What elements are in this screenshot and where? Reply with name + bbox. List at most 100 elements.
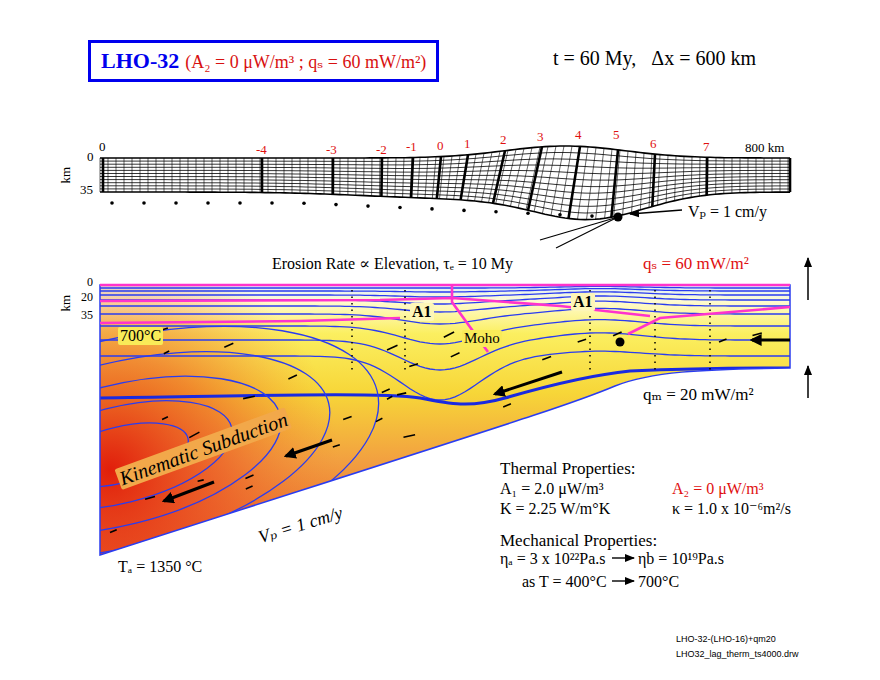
flow-vector — [631, 494, 641, 498]
slab-dot — [110, 201, 114, 205]
flow-vector — [246, 475, 254, 479]
property-value: A₁ = 2.0 μW/m³ — [500, 480, 604, 498]
grid-column-line — [510, 149, 524, 207]
grid-column-line — [683, 156, 684, 199]
grid-column-line — [148, 158, 149, 192]
heat-flow-arrow — [807, 258, 809, 300]
flow-vector — [598, 522, 610, 525]
grid-column-line — [316, 158, 317, 194]
title-box: LHO-32(A₂ = 0 μW/m³ ; qₛ = 60 mW/m²) — [88, 40, 439, 82]
flow-vector — [623, 418, 632, 422]
flow-vector — [620, 387, 627, 391]
flow-vector — [776, 420, 786, 423]
axis-tick: 0 — [87, 150, 94, 164]
slab-dot — [526, 212, 530, 216]
flow-vector — [382, 389, 390, 392]
grid-column-line — [542, 146, 556, 214]
axis-tick: 35 — [80, 183, 93, 197]
grid-column-line — [156, 158, 157, 192]
flow-vector — [333, 445, 340, 447]
grid-column-line — [447, 156, 452, 199]
grid-column-line — [747, 158, 748, 193]
velocity-label: Vₚ = 1 cm/y — [256, 503, 345, 547]
grid-layer-line — [100, 177, 790, 187]
transition-arrow — [612, 557, 634, 558]
grid-column-line — [605, 149, 612, 218]
model-name: LHO-32 — [101, 48, 179, 73]
slab-dot — [238, 201, 242, 205]
grid-column-line — [300, 158, 301, 193]
section-heading: Mechanical Properties: — [500, 532, 657, 551]
isotherm-loop — [0, 347, 297, 563]
tick-number: -2 — [376, 143, 387, 157]
flow-vector — [595, 524, 601, 527]
flow-vector — [387, 396, 392, 399]
flow-vector — [753, 333, 762, 336]
moho-label: Moho — [462, 330, 502, 347]
distance-label: 800 km — [745, 141, 784, 155]
flow-vector — [444, 332, 454, 337]
grid-column-line — [276, 158, 277, 193]
grid-column-line — [260, 158, 261, 193]
tick-number: 1 — [464, 137, 471, 151]
grid-column-line — [461, 155, 468, 200]
property-value: K = 2.25 W/m°K — [500, 500, 610, 518]
isotherm-label: 700°C — [118, 327, 163, 345]
dotted-column — [709, 290, 711, 370]
flow-vector — [599, 520, 606, 524]
grid-column-line — [425, 157, 428, 198]
grid-column-line — [756, 158, 757, 193]
grid-column-line — [363, 158, 364, 196]
tick-number: 2 — [500, 133, 507, 147]
flow-vector — [189, 432, 199, 438]
tick-number: 4 — [575, 128, 582, 142]
marker-column — [652, 154, 655, 206]
grid-column-line — [788, 158, 789, 192]
grid-column-line — [371, 158, 372, 196]
grid-column-line — [180, 158, 181, 192]
grid-column-line — [691, 157, 693, 198]
mantle-heat-flow: qₘ = 20 mW/m² — [643, 386, 754, 405]
flow-vector — [490, 486, 499, 489]
grid-column-line — [252, 158, 253, 192]
grid-column-line — [739, 158, 740, 193]
flow-vector — [602, 401, 610, 403]
flow-vector — [578, 339, 586, 342]
marker-column — [493, 151, 505, 204]
slab-dot — [334, 203, 338, 207]
grid-column-line — [212, 158, 213, 192]
isotherm-thick — [100, 368, 790, 404]
grid-layer-line — [100, 159, 790, 165]
material-boundary — [100, 284, 790, 287]
flow-vector — [702, 517, 714, 519]
flow-vector — [409, 364, 418, 367]
heat-flow-arrow — [807, 366, 809, 398]
slab-dot — [366, 204, 370, 208]
flow-vector — [198, 480, 204, 481]
marker-column — [380, 158, 383, 197]
flow-vector — [404, 435, 416, 438]
grid-column-line — [707, 157, 708, 195]
slab-dot — [174, 201, 178, 205]
flow-vector — [397, 393, 406, 395]
flow-vector — [704, 449, 713, 453]
flow-vector — [236, 540, 246, 543]
marker-column — [102, 158, 105, 192]
grid-layer-line — [100, 192, 790, 220]
dotted-column — [654, 290, 656, 370]
grid-column-line — [475, 153, 485, 201]
flow-vector — [643, 518, 653, 523]
slab-dot — [558, 213, 562, 217]
tick-number: 5 — [613, 128, 620, 142]
grid-column-line — [220, 158, 221, 192]
grid-column-line — [454, 155, 460, 199]
property-value: 700°C — [638, 573, 679, 591]
axis-unit: km — [59, 295, 73, 312]
slab-dot — [590, 214, 594, 218]
slab-dot — [142, 201, 146, 205]
grid-column-line — [347, 158, 348, 195]
tick-number: 0 — [99, 140, 106, 154]
erosion-note: Erosion Rate ∝ Elevation, τₑ = 10 My — [272, 255, 513, 273]
grid-column-line — [772, 158, 773, 192]
marker-column — [611, 150, 618, 217]
